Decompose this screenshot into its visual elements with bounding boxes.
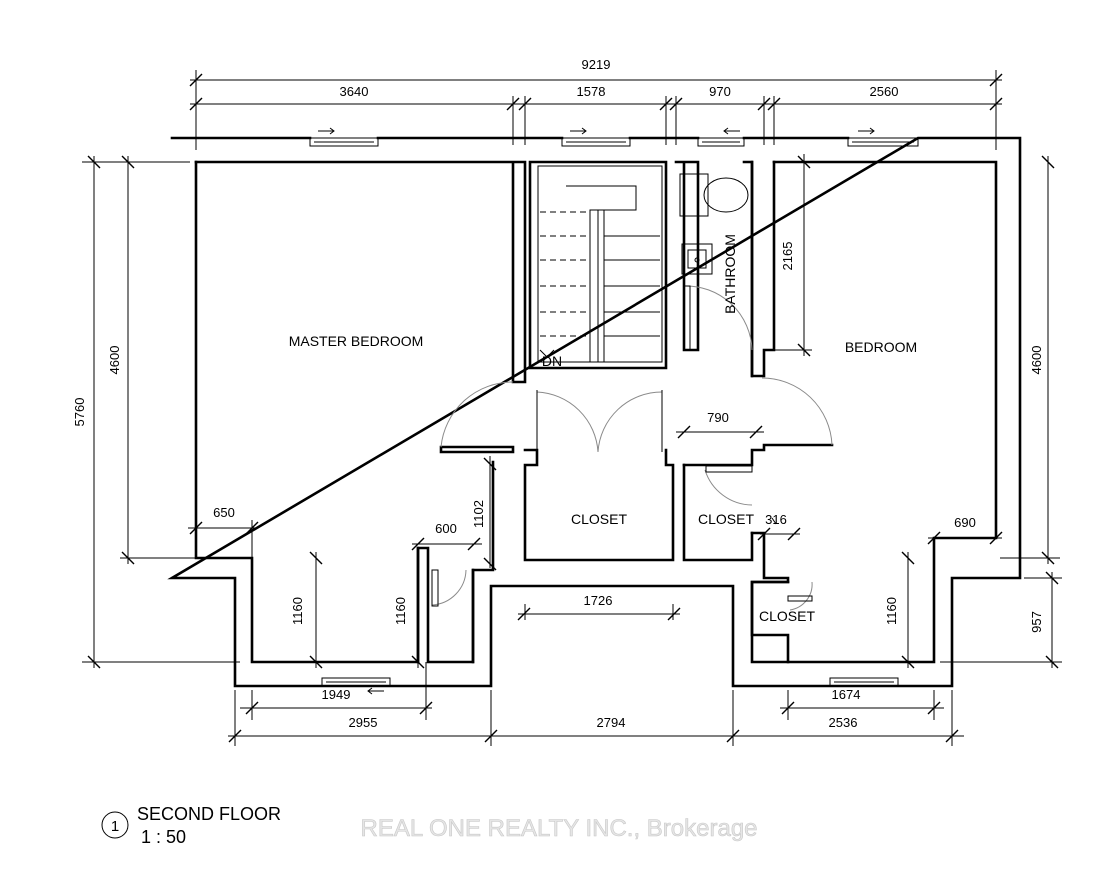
- view-number-circle: [101, 811, 129, 839]
- dim-1160-a: 1160: [290, 597, 305, 625]
- room-label-closet-small: CLOSET: [759, 608, 815, 624]
- dim-bottom-1: 2955: [349, 715, 378, 730]
- dim-top-2: 1578: [577, 84, 606, 99]
- dim-overall-width: 9219: [582, 57, 611, 72]
- dim-1949: 1949: [322, 687, 351, 702]
- windows: [309, 137, 919, 687]
- dim-top-3: 970: [709, 84, 731, 99]
- dim-316: 316: [765, 512, 787, 527]
- dim-right-bottom: 957: [1029, 611, 1044, 633]
- dim-1102: 1102: [471, 500, 486, 528]
- dim-top-4: 2560: [870, 84, 899, 99]
- bathroom-fixtures: [679, 173, 749, 275]
- dim-top-1: 3640: [340, 84, 369, 99]
- dim-600: 600: [435, 521, 457, 536]
- view-title: SECOND FLOOR: [137, 804, 281, 824]
- stair-down-label: DN: [542, 353, 562, 369]
- dim-left-inner: 4600: [107, 346, 122, 375]
- dim-1674: 1674: [832, 687, 861, 702]
- dim-left-outer: 5760: [72, 398, 87, 427]
- staircase: [537, 165, 663, 363]
- dim-bottom-3: 2536: [829, 715, 858, 730]
- slide-arrows: [318, 127, 875, 695]
- dim-bottom-2: 2794: [597, 715, 626, 730]
- room-label-master-bedroom: MASTER BEDROOM: [289, 333, 424, 349]
- dim-1160-b: 1160: [393, 597, 408, 625]
- view-number: 1: [111, 818, 119, 835]
- dim-1726: 1726: [584, 593, 613, 608]
- room-label-bathroom: BATHROOM: [722, 234, 738, 314]
- door-swings: [431, 285, 833, 611]
- room-label-closet-right: CLOSET: [698, 511, 754, 527]
- dim-650: 650: [213, 505, 235, 520]
- dim-790: 790: [707, 410, 729, 425]
- room-label-bedroom: BEDROOM: [845, 339, 917, 355]
- view-scale: 1 : 50: [141, 827, 186, 847]
- dim-690: 690: [954, 515, 976, 530]
- dim-1160-c: 1160: [884, 597, 899, 625]
- watermark: REAL ONE REALTY INC., Brokerage: [360, 815, 757, 842]
- dim-bath-height: 2165: [780, 242, 795, 271]
- dim-right-inner: 4600: [1029, 346, 1044, 375]
- room-label-closet-center: CLOSET: [571, 511, 627, 527]
- dimension-lines: [82, 70, 1062, 746]
